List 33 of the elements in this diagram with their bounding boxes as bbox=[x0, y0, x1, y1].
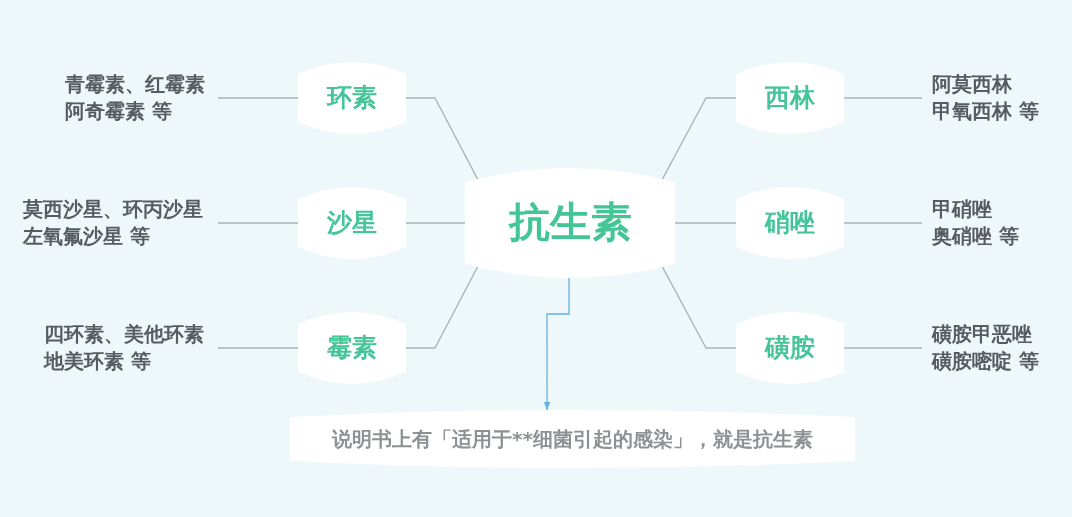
connector-line bbox=[661, 97, 737, 180]
connector-line bbox=[405, 266, 479, 349]
examples-text: 四环素、美他环素 bbox=[44, 321, 204, 348]
category-label: 霉素 bbox=[327, 334, 377, 362]
category-label: 硝唑 bbox=[765, 209, 815, 237]
category-label: 环素 bbox=[327, 84, 377, 112]
examples-text: 甲氧西林 等 bbox=[932, 98, 1039, 125]
examples-text: 左氧氟沙星 等 bbox=[23, 223, 150, 250]
connector-line bbox=[843, 347, 923, 349]
connector-line bbox=[661, 266, 737, 349]
note-text: 说明书上有「适用于**细菌引起的感染」，就是抗生素 bbox=[332, 427, 813, 451]
examples-text: 阿奇霉素 等 bbox=[65, 98, 172, 125]
examples-text: 磺胺嘧啶 等 bbox=[932, 348, 1039, 375]
connector-line bbox=[405, 222, 466, 224]
connector-line bbox=[217, 347, 299, 349]
connector-line bbox=[843, 222, 923, 224]
connector-line bbox=[843, 97, 923, 99]
examples-text: 磺胺甲恶唑 bbox=[932, 321, 1032, 348]
examples-text: 青霉素、红霉素 bbox=[65, 71, 205, 98]
topic-title: 抗生素 bbox=[508, 200, 632, 246]
examples-text: 莫西沙星、环丙沙星 bbox=[23, 196, 203, 223]
examples-text: 阿莫西林 bbox=[932, 71, 1012, 98]
arrow bbox=[543, 277, 570, 411]
examples-text: 地美环素 等 bbox=[44, 348, 151, 375]
examples-text: 甲硝唑 bbox=[932, 196, 992, 223]
connector-line bbox=[405, 97, 479, 180]
category-label: 磺胺 bbox=[765, 334, 815, 362]
connector-line bbox=[217, 97, 299, 99]
examples-text: 奥硝唑 等 bbox=[932, 223, 1019, 250]
connector-line bbox=[217, 222, 299, 224]
category-label: 沙星 bbox=[327, 209, 377, 237]
connector-line bbox=[674, 222, 737, 224]
category-label: 西林 bbox=[765, 84, 815, 112]
